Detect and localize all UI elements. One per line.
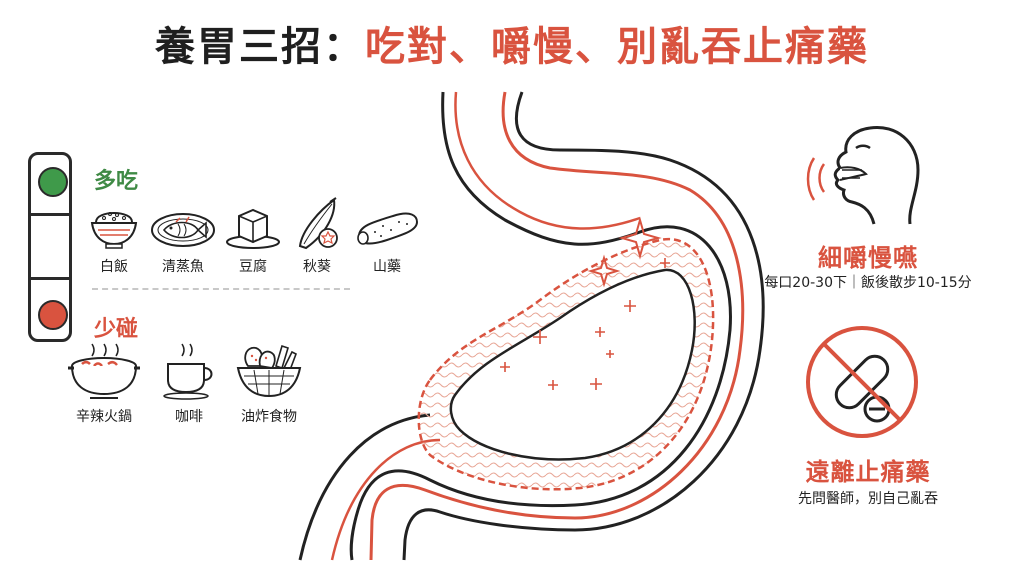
food-label: 咖啡 bbox=[175, 409, 203, 425]
rice-bowl-icon bbox=[90, 212, 138, 249]
yam-icon bbox=[357, 212, 419, 245]
food-item-spicy-hotpot: 辛辣火鍋 bbox=[66, 342, 142, 426]
food-item-fried-food: 油炸食物 bbox=[232, 342, 306, 426]
stomach-outer-wall bbox=[349, 91, 732, 561]
chewing-face-icon bbox=[806, 125, 920, 225]
esophagus-right-line bbox=[402, 91, 765, 561]
food-item-yam: 山藥 bbox=[352, 202, 422, 276]
esophagus-left-red-line bbox=[454, 91, 641, 230]
stomach-left-curve bbox=[298, 413, 431, 561]
traffic-light-icon bbox=[28, 152, 72, 342]
traffic-light-divider-top bbox=[28, 213, 72, 216]
food-label: 豆腐 bbox=[239, 259, 267, 275]
food-item-okra: 秋葵 bbox=[290, 196, 344, 276]
coffee-cup-icon bbox=[163, 343, 213, 400]
food-label: 山藥 bbox=[373, 259, 401, 275]
tip-title-chew-slowly: 細嚼慢嚥 bbox=[818, 244, 918, 272]
food-item-tofu: 豆腐 bbox=[224, 202, 282, 276]
green-light-icon bbox=[38, 167, 68, 197]
tip-title-avoid-painkillers: 遠離止痛藥 bbox=[805, 458, 931, 486]
traffic-light-divider-bottom bbox=[28, 277, 72, 280]
food-item-rice: 白飯 bbox=[86, 202, 142, 276]
tofu-icon bbox=[226, 208, 280, 249]
title-part-main: 養胃三招： bbox=[155, 24, 365, 70]
stomach-inner-fold bbox=[449, 268, 696, 461]
sparkle-plus-marks bbox=[500, 258, 670, 390]
eat-less-heading: 少碰 bbox=[94, 317, 139, 342]
food-label: 油炸食物 bbox=[241, 409, 297, 425]
stomach-inner-red-line bbox=[369, 91, 745, 561]
okra-icon bbox=[298, 197, 338, 250]
sparkle-medium bbox=[587, 254, 621, 288]
food-label: 清蒸魚 bbox=[162, 259, 204, 275]
no-pills-icon bbox=[806, 326, 918, 438]
food-label: 辛辣火鍋 bbox=[76, 409, 132, 425]
red-light-icon bbox=[38, 300, 68, 330]
food-label: 秋葵 bbox=[303, 259, 331, 275]
steamed-fish-icon bbox=[151, 213, 215, 247]
tip-subtitle-avoid-painkillers: 先問醫師，別自己亂吞 bbox=[798, 491, 938, 507]
fried-food-icon bbox=[236, 344, 302, 398]
food-item-steamed-fish: 清蒸魚 bbox=[148, 202, 218, 276]
spicy-hotpot-icon bbox=[68, 343, 140, 399]
page-title: 養胃三招：吃對、嚼慢、別亂吞止痛藥 bbox=[0, 14, 1024, 72]
sparkle-large bbox=[618, 216, 662, 260]
food-item-coffee: 咖啡 bbox=[160, 342, 218, 426]
section-divider bbox=[92, 288, 350, 290]
stomach-outer-wall-lower bbox=[472, 92, 530, 200]
title-part-accent: 吃對、嚼慢、別亂吞止痛藥 bbox=[365, 24, 869, 70]
food-label: 白飯 bbox=[100, 259, 128, 275]
eat-more-heading: 多吃 bbox=[94, 169, 139, 194]
tip-subtitle-chew-slowly: 每口20-30下｜飯後散步10-15分 bbox=[764, 275, 972, 291]
